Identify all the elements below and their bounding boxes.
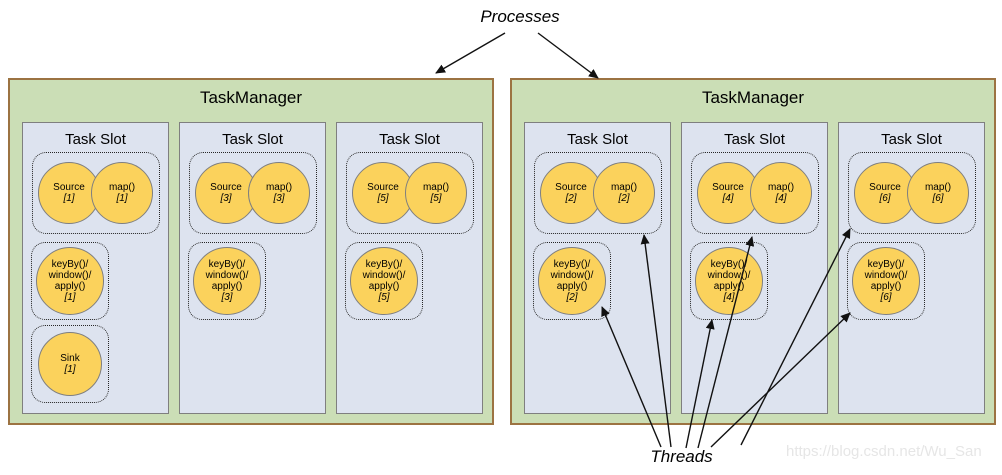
task-group-source-map: Source [4] map() [4] <box>691 152 819 234</box>
task-circle-index: [4] <box>723 292 735 303</box>
task-circle-source: Source [2] <box>540 162 602 224</box>
watermark-text: https://blog.csdn.net/Wu_San <box>786 443 982 460</box>
task-circle-sink: Sink [1] <box>38 332 102 396</box>
task-slot-3: Task Slot Source [6] map() [6] keyBy()/ … <box>838 122 985 414</box>
task-circle-index: [3] <box>273 193 285 204</box>
task-circle-label: map() <box>108 182 136 193</box>
task-slot-title: Task Slot <box>222 131 283 148</box>
task-circle-label: Source <box>869 182 901 193</box>
task-circle-label: Source <box>712 182 744 193</box>
task-circle-index: [2] <box>566 292 578 303</box>
taskmanager-title: TaskManager <box>701 88 805 107</box>
task-circle-index: [1] <box>63 193 75 204</box>
taskmanager-left: TaskManager Task Slot Source [1] map() [… <box>8 78 494 425</box>
task-circle-label: Source <box>53 182 85 193</box>
task-circle-map: map() [2] <box>593 162 655 224</box>
task-slot-title: Task Slot <box>567 131 628 148</box>
task-circle-label: Sink <box>60 353 80 364</box>
task-slot-2: Task Slot Source [3] map() [3] keyBy()/ … <box>179 122 326 414</box>
task-circle-index: [3] <box>220 193 232 204</box>
processes-label: Processes <box>480 7 560 26</box>
task-circle-label: keyBy()/ window()/ apply() <box>362 259 406 292</box>
task-circle-index: [1] <box>64 292 76 303</box>
task-circle-source: Source [3] <box>195 162 257 224</box>
task-group-source-map: Source [5] map() [5] <box>346 152 474 234</box>
task-slot-title: Task Slot <box>881 131 942 148</box>
task-circle-label: map() <box>924 182 952 193</box>
task-circle-index: [5] <box>378 292 390 303</box>
task-slot-2: Task Slot Source [4] map() [4] keyBy()/ … <box>681 122 828 414</box>
task-circle-index: [5] <box>430 193 442 204</box>
process-arrow-right <box>537 32 599 79</box>
process-arrow-left <box>435 32 506 74</box>
task-slot-title: Task Slot <box>724 131 785 148</box>
task-group-keyby: keyBy()/ window()/ apply() [5] <box>345 242 423 320</box>
task-slot-title: Task Slot <box>65 131 126 148</box>
task-circle-keyby: keyBy()/ window()/ apply() [1] <box>36 247 104 315</box>
task-group-source-map: Source [6] map() [6] <box>848 152 976 234</box>
task-circle-map: map() [1] <box>91 162 153 224</box>
task-circle-index: [3] <box>221 292 233 303</box>
task-group-source-map: Source [3] map() [3] <box>189 152 317 234</box>
task-circle-map: map() [5] <box>405 162 467 224</box>
task-circle-index: [2] <box>618 193 630 204</box>
taskmanager-title: TaskManager <box>199 88 303 107</box>
task-circle-index: [2] <box>565 193 577 204</box>
task-circle-source: Source [4] <box>697 162 759 224</box>
task-group-keyby: keyBy()/ window()/ apply() [3] <box>188 242 266 320</box>
task-circle-label: keyBy()/ window()/ apply() <box>205 259 249 292</box>
task-circle-keyby: keyBy()/ window()/ apply() [3] <box>193 247 261 315</box>
task-circle-keyby: keyBy()/ window()/ apply() [2] <box>538 247 606 315</box>
task-circle-label: Source <box>210 182 242 193</box>
task-slot-1: Task Slot Source [2] map() [2] keyBy()/ … <box>524 122 671 414</box>
task-circle-index: [4] <box>722 193 734 204</box>
task-circle-index: [1] <box>116 193 128 204</box>
task-circle-index: [1] <box>64 364 76 375</box>
task-circle-label: Source <box>555 182 587 193</box>
task-circle-keyby: keyBy()/ window()/ apply() [6] <box>852 247 920 315</box>
task-circle-index: [5] <box>377 193 389 204</box>
task-circle-index: [6] <box>879 193 891 204</box>
task-circle-label: keyBy()/ window()/ apply() <box>48 259 92 292</box>
task-group-keyby: keyBy()/ window()/ apply() [4] <box>690 242 768 320</box>
task-group-keyby: keyBy()/ window()/ apply() [2] <box>533 242 611 320</box>
task-circle-map: map() [6] <box>907 162 969 224</box>
task-circle-map: map() [3] <box>248 162 310 224</box>
task-circle-label: map() <box>422 182 450 193</box>
task-circle-keyby: keyBy()/ window()/ apply() [4] <box>695 247 763 315</box>
task-group-source-map: Source [1] map() [1] <box>32 152 160 234</box>
taskmanager-right: TaskManager Task Slot Source [2] map() [… <box>510 78 996 425</box>
task-circle-label: map() <box>610 182 638 193</box>
task-group-keyby: keyBy()/ window()/ apply() [1] <box>31 242 109 320</box>
task-circle-label: map() <box>265 182 293 193</box>
task-group-source-map: Source [2] map() [2] <box>534 152 662 234</box>
task-circle-map: map() [4] <box>750 162 812 224</box>
task-group-keyby: keyBy()/ window()/ apply() [6] <box>847 242 925 320</box>
task-circle-index: [6] <box>932 193 944 204</box>
task-circle-label: keyBy()/ window()/ apply() <box>707 259 751 292</box>
task-circle-index: [4] <box>775 193 787 204</box>
task-slot-1: Task Slot Source [1] map() [1] keyBy()/ … <box>22 122 169 414</box>
task-circle-label: map() <box>767 182 795 193</box>
task-circle-source: Source [6] <box>854 162 916 224</box>
task-circle-index: [6] <box>880 292 892 303</box>
task-circle-label: Source <box>367 182 399 193</box>
task-group-sink: Sink [1] <box>31 325 109 403</box>
task-slot-3: Task Slot Source [5] map() [5] keyBy()/ … <box>336 122 483 414</box>
task-circle-keyby: keyBy()/ window()/ apply() [5] <box>350 247 418 315</box>
task-circle-source: Source [1] <box>38 162 100 224</box>
task-slot-title: Task Slot <box>379 131 440 148</box>
task-circle-label: keyBy()/ window()/ apply() <box>550 259 594 292</box>
threads-label: Threads <box>650 447 713 466</box>
task-circle-label: keyBy()/ window()/ apply() <box>864 259 908 292</box>
